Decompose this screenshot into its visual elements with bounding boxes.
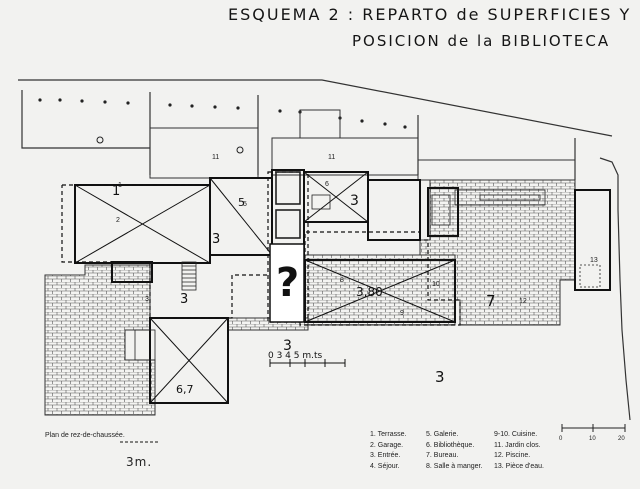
legend-col-1: 1. Terrasse. 2. Garage. 3. Entrée. 4. Sé… [370, 430, 406, 472]
annotation-three-b: 3 [180, 292, 188, 307]
diagram-title-line1: ESQUEMA 2 : REPARTO de SUPERFICIES Y [228, 5, 632, 24]
legend-item: 11. Jardin clos. [494, 441, 541, 449]
room-number-11b: 11 [328, 154, 335, 161]
boundary-dots [38, 98, 407, 154]
annotation-six-seven: 6,7 [176, 383, 194, 396]
annotation-three-a: 3 [350, 193, 359, 209]
room-number-12: 12 [519, 298, 527, 305]
legend-item: 6. Bibliothèque. [426, 441, 475, 449]
annotation-one: 1 [112, 184, 120, 199]
dimension-line [120, 359, 346, 443]
diagram-title-line2: POSICION de la BIBLIOTECA [352, 32, 611, 50]
room-number-6: 6 [325, 181, 329, 188]
annotation-three-e: 3 [435, 368, 445, 386]
room-number-1: 1 [118, 182, 122, 189]
library-question-mark: ? [276, 260, 299, 306]
room-number-9: 9 [400, 310, 404, 317]
room-number-11a: 11 [212, 154, 219, 161]
legend-item: 2. Garage. [370, 441, 404, 449]
handwritten-scale: 3m. [126, 455, 153, 469]
legend-item: 7. Bureau. [426, 452, 459, 459]
scale-10: 10 [589, 436, 596, 442]
legend-item: 5. Galerie. [426, 431, 459, 438]
legend-item: 13. Pièce d'eau. [494, 462, 544, 470]
room-number-13: 13 [590, 257, 598, 264]
room-number-10: 10 [432, 281, 440, 288]
scale-bar: 0 10 20 [559, 424, 626, 442]
legend-item: 3. Entrée. [370, 452, 401, 459]
room-number-5: 5 [243, 201, 247, 208]
annotation-area: 3,80 [356, 285, 383, 299]
annotation-five: 5 [238, 196, 245, 209]
legend-col-3: 9-10. Cuisine. 11. Jardin clos. 12. Pisc… [494, 430, 544, 472]
room-number-8: 8 [340, 277, 344, 284]
room-number-3: 3 [145, 296, 149, 303]
legend-item: 12. Piscine. [494, 452, 531, 459]
annotation-seven: 7 [486, 292, 496, 310]
annotation-three-c: 3 [212, 232, 220, 247]
annotation-dims: 0 3 4 5 m.ts [268, 351, 323, 361]
annotation-three-d: 3 [283, 338, 292, 354]
scale-0: 0 [559, 436, 563, 442]
legend-col-2: 5. Galerie. 6. Bibliothèque. 7. Bureau. … [426, 430, 482, 472]
brick-areas [44, 179, 576, 416]
legend-item: 1. Terrasse. [370, 431, 407, 438]
legend-item: 9-10. Cuisine. [494, 431, 538, 438]
scale-20: 20 [618, 436, 625, 442]
roof-diagonals [74, 171, 456, 404]
interior-details [134, 171, 601, 361]
library-question-box [269, 243, 305, 323]
plan-caption: Plan de rez-de-chaussée. [45, 432, 125, 439]
legend-item: 4. Séjour. [370, 462, 400, 470]
legend-item: 8. Salle à manger. [426, 462, 483, 470]
room-number-2: 2 [116, 217, 120, 224]
